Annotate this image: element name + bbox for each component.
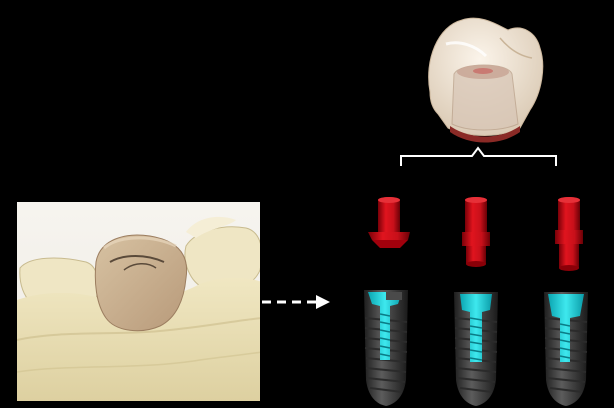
- model-crown: [95, 235, 186, 331]
- abutment-2: [462, 197, 490, 267]
- implant-1: [364, 290, 408, 406]
- abutment-1: [368, 197, 410, 248]
- dashed-arrow: [262, 295, 330, 309]
- implant-3: [544, 292, 588, 406]
- implant-2: [454, 292, 498, 406]
- abutment-3: [555, 197, 583, 271]
- model-photo: [17, 202, 262, 402]
- bracket: [401, 148, 556, 166]
- ceramic-crown: [429, 18, 543, 142]
